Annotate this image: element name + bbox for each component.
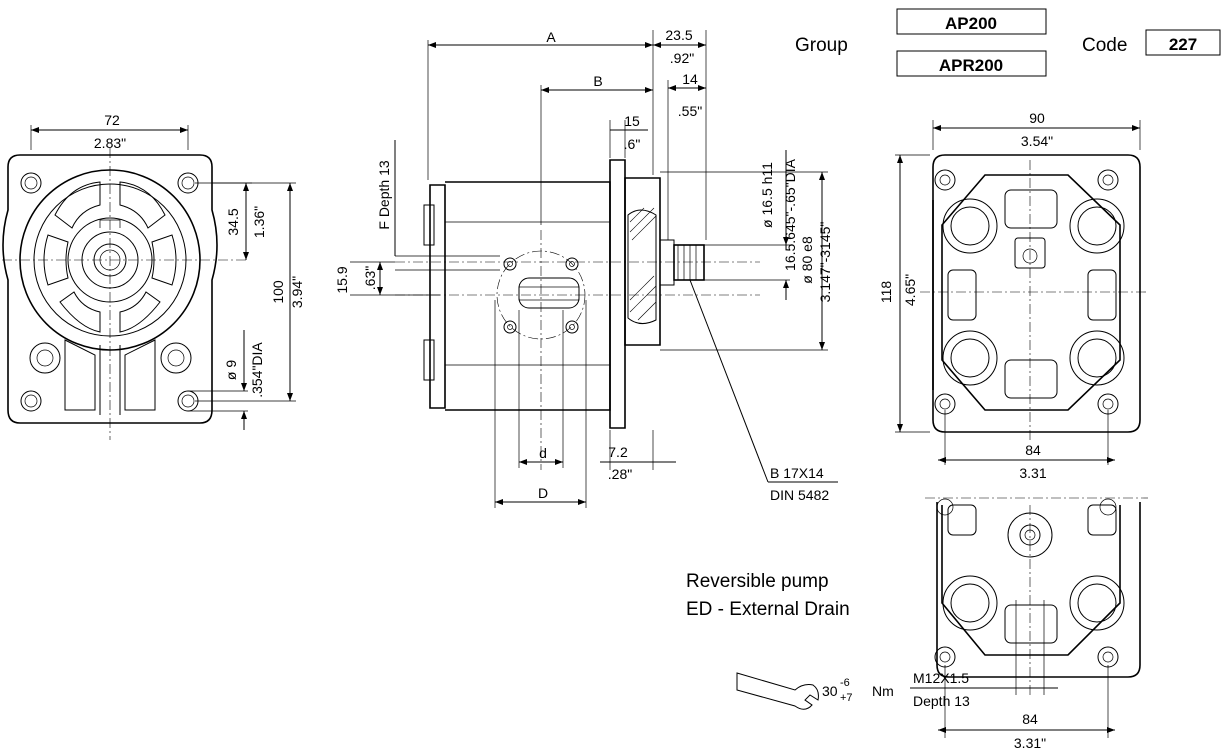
rear-view: 90 3.54" 118 4.65" 84 3.31 <box>878 110 1148 481</box>
port-offset-in: .63" <box>362 266 378 290</box>
dim-shaft-len-in: .92" <box>670 50 694 66</box>
drain-view: M12X1.5 Depth 13 30 -6 +7 Nm 84 3.31" Re… <box>686 497 1148 751</box>
drain-thread: M12X1.5 <box>913 670 969 686</box>
code-box <box>1145 29 1221 56</box>
front-height-in: 3.94" <box>289 276 305 308</box>
rear-height-mm: 118 <box>878 281 894 304</box>
code-label: Code <box>1082 35 1127 56</box>
pilot-dia-mm: ø 80 e8 <box>799 236 815 284</box>
torque-base: 30 <box>822 683 838 699</box>
group-box-1 <box>896 8 1047 35</box>
drain-bolt-mm: 84 <box>1022 711 1038 727</box>
front-view: 72 2.83" 34.5 1.36" 100 3.94" ø 9 .354"D… <box>2 112 305 440</box>
group-box-2 <box>896 50 1047 77</box>
port-offset-mm: 15.9 <box>334 266 350 293</box>
wrench-icon <box>736 672 819 710</box>
code-value: 227 <box>1169 35 1197 54</box>
port-thread: F Depth 13 <box>376 160 392 229</box>
spline-spec: B 17X14 <box>770 465 824 481</box>
group-value-2: APR200 <box>939 56 1003 75</box>
dim-spline-len-in: .55" <box>678 103 702 119</box>
torque-plus: +7 <box>840 692 853 704</box>
dim-B: B <box>593 73 602 89</box>
rear-height-in: 4.65" <box>902 274 918 306</box>
header: Group AP200 APR200 Code 227 <box>795 8 1221 77</box>
group-value-1: AP200 <box>945 14 997 33</box>
group-label: Group <box>795 35 848 56</box>
drain-depth: Depth 13 <box>913 693 970 709</box>
front-hole-dia-in: .354"DIA <box>249 342 265 398</box>
front-height-mm: 100 <box>270 280 286 304</box>
rear-width-in: 3.54" <box>1021 133 1053 149</box>
shaft-dia-mm: ø 16.5 h11 <box>759 162 775 228</box>
torque-unit: Nm <box>872 683 894 699</box>
front-width-in: 2.83" <box>94 135 126 151</box>
dim-spline-len-mm: 14 <box>682 71 698 87</box>
drain-title-1: Reversible pump <box>686 571 829 592</box>
flange-thk-mm: 7.2 <box>608 444 628 460</box>
rear-bolt-in: 3.31 <box>1019 465 1046 481</box>
dim-A: A <box>546 29 556 45</box>
dim-flange-in: .6" <box>624 136 641 152</box>
front-half-height-in: 1.36" <box>251 206 267 238</box>
front-hole-dia-mm: ø 9 <box>223 360 239 380</box>
port-large: D <box>538 485 548 501</box>
torque-minus: -6 <box>840 677 850 689</box>
front-width-mm: 72 <box>104 112 120 128</box>
drain-bolt-in: 3.31" <box>1014 735 1046 751</box>
port-small: d <box>539 445 547 461</box>
side-view: A 23.5 .92" B 14 .55" 15 .6" F Depth 13 … <box>334 27 838 508</box>
pilot-dia-in: 3.147"-3145" <box>817 222 833 303</box>
dim-shaft-len-mm: 23.5 <box>665 27 692 43</box>
front-half-height-mm: 34.5 <box>225 208 241 235</box>
rear-bolt-mm: 84 <box>1025 442 1041 458</box>
spline-std: DIN 5482 <box>770 487 829 503</box>
rear-width-mm: 90 <box>1029 110 1045 126</box>
flange-thk-in: .28" <box>608 466 632 482</box>
drain-title-2: ED - External Drain <box>686 599 850 620</box>
dim-flange-mm: 15 <box>624 113 640 129</box>
shaft-dia-in: 16.5.645"-.65"DIA <box>782 158 798 271</box>
